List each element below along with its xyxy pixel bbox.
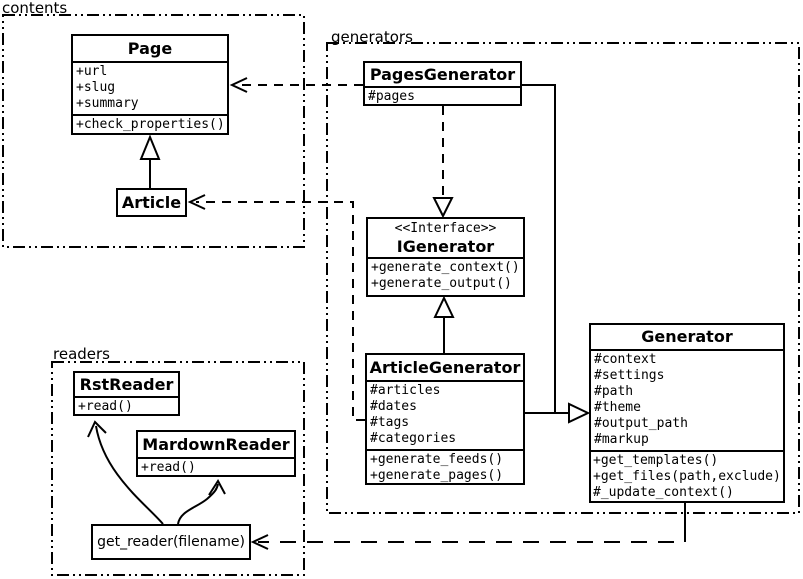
class-articlegenerator-name: ArticleGenerator: [369, 358, 521, 377]
attribute-row: +slug: [76, 80, 116, 95]
method-row: +read(): [78, 399, 133, 414]
class-generator-attributes: #context #settings #path #theme #output_…: [591, 349, 783, 450]
method-row: +generate_feeds(): [370, 452, 504, 467]
method-row: +get_templates(): [593, 453, 719, 468]
attribute-row: #output_path: [594, 416, 688, 431]
method-row: +get_files(path,exclude): [593, 469, 781, 484]
pagesgenerator-to-generator-line: [522, 84, 556, 413]
class-articlegenerator-attributes: #articles #dates #tags #categories: [367, 380, 523, 449]
class-article-name: Article: [121, 193, 182, 212]
generators-package-border: [326, 42, 800, 514]
attribute-row: #categories: [370, 431, 457, 446]
class-articlegenerator-methods: +generate_feeds() +generate_pages(): [367, 449, 523, 483]
method-row: +generate_context(): [371, 260, 520, 275]
class-mardownreader: MardownReader +read(): [136, 430, 296, 477]
attribute-row: #tags: [370, 415, 410, 430]
class-pagesgenerator-attributes: #pages: [365, 86, 520, 104]
class-page-name: Page: [127, 39, 173, 58]
generator-to-getreader-dependency-line: [258, 526, 686, 543]
method-row: +read(): [141, 460, 196, 475]
class-page-attributes: +url +slug +summary: [73, 61, 227, 114]
class-rstreader: RstReader +read(): [73, 371, 180, 416]
class-page: Page +url +slug +summary +check_properti…: [71, 34, 229, 135]
class-articlegenerator: ArticleGenerator #articles #dates #tags …: [365, 353, 525, 485]
class-generator-methods: +get_templates() +get_files(path,exclude…: [591, 450, 783, 501]
getreader-to-mardownreader-line: [177, 483, 219, 525]
function-get-reader: get_reader(filename): [91, 524, 251, 560]
attribute-row: #articles: [370, 383, 441, 398]
package-contents-label: contents: [2, 0, 68, 17]
class-mardownreader-methods: +read(): [138, 457, 294, 475]
attribute-row: #dates: [370, 399, 417, 414]
class-igenerator-name: IGenerator: [396, 237, 495, 256]
package-readers-label: readers: [53, 345, 110, 363]
open-arrowhead-mardownreader: [208, 479, 226, 496]
attribute-row: #path: [594, 384, 634, 399]
attribute-row: #markup: [594, 432, 649, 447]
inheritance-arrowhead-generator: [568, 402, 591, 424]
method-row: +check_properties(): [76, 117, 225, 132]
attribute-row: +url: [76, 64, 108, 79]
attribute-row: #settings: [594, 368, 665, 383]
open-arrowhead-page: [229, 77, 248, 93]
package-generators-label: generators: [331, 28, 413, 46]
class-pagesgenerator-name: PagesGenerator: [369, 65, 516, 84]
articlegenerator-to-article-dependency-line: [196, 201, 365, 421]
inheritance-arrowhead-page: [139, 134, 161, 160]
class-generator: Generator #context #settings #path #them…: [589, 323, 785, 503]
method-row: +generate_pages(): [370, 468, 504, 483]
open-arrowhead-rstreader: [87, 420, 107, 438]
function-get-reader-label: get_reader(filename): [97, 534, 245, 550]
attribute-row: #context: [594, 352, 657, 367]
method-row: #_update_context(): [593, 485, 734, 500]
class-generator-name: Generator: [641, 327, 733, 346]
class-article: Article: [116, 188, 187, 217]
attribute-row: #pages: [368, 89, 415, 104]
readers-package-border: [51, 361, 305, 576]
method-row: +generate_output(): [371, 276, 512, 291]
class-mardownreader-name: MardownReader: [142, 435, 290, 454]
open-arrowhead-getreader: [250, 534, 269, 550]
class-rstreader-methods: +read(): [75, 396, 178, 414]
class-rstreader-name: RstReader: [79, 375, 174, 394]
inheritance-arrowhead-igenerator: [433, 295, 455, 318]
attribute-row: #theme: [594, 400, 641, 415]
open-arrowhead-article: [187, 194, 206, 210]
class-pagesgenerator: PagesGenerator #pages: [363, 61, 522, 106]
realization-arrowhead-igenerator: [432, 197, 454, 219]
contents-package-border: [2, 14, 305, 248]
class-page-methods: +check_properties(): [73, 114, 227, 133]
attribute-row: +summary: [76, 96, 139, 111]
class-igenerator: <<Interface>> IGenerator +generate_conte…: [366, 217, 525, 297]
class-igenerator-methods: +generate_context() +generate_output(): [368, 257, 523, 295]
class-igenerator-stereotype: <<Interface>>: [394, 221, 497, 236]
getreader-to-rstreader-line: [95, 425, 164, 525]
